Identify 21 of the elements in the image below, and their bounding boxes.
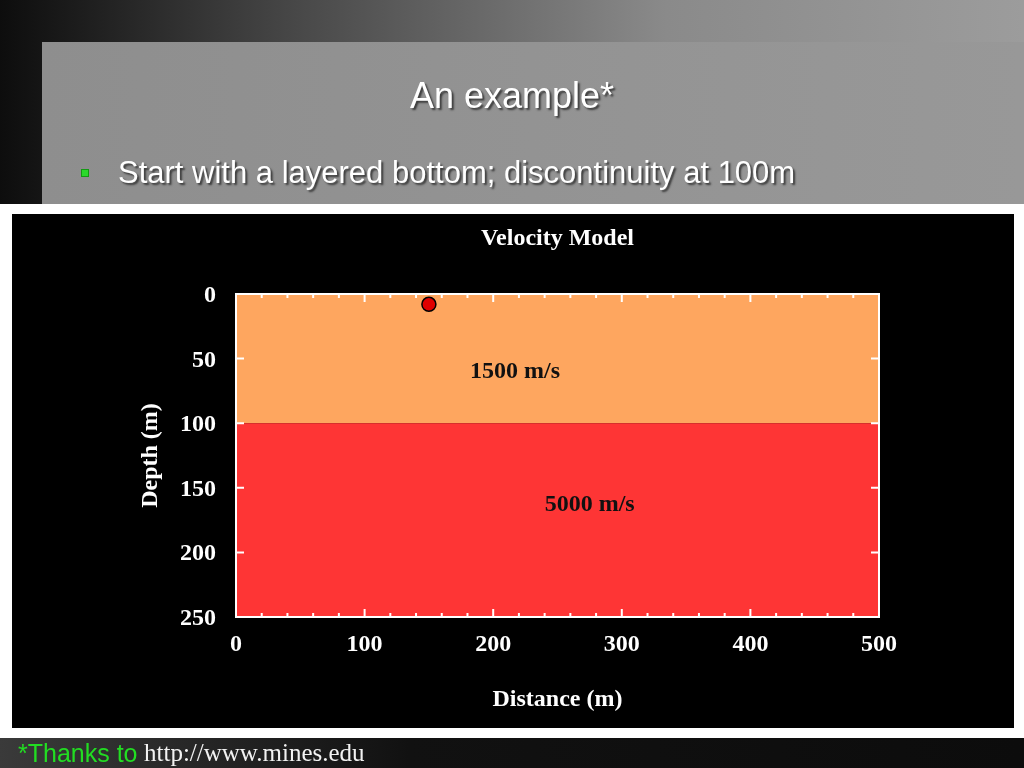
tick-label: 250 xyxy=(180,604,216,630)
tick-label: 300 xyxy=(603,630,640,656)
axis-title: Distance (m) xyxy=(492,685,623,711)
velocity-label: 1500 m/s xyxy=(470,357,561,384)
link: http://www.mines.edu xyxy=(144,738,365,768)
tick-label: 200 xyxy=(180,539,216,566)
tick-label: 0 xyxy=(204,281,216,307)
tick-label: 150 xyxy=(180,474,216,501)
tick-label: 100 xyxy=(346,630,383,656)
tick-label: 500 xyxy=(861,630,897,656)
tick-label: 100 xyxy=(180,410,216,437)
tick-label: 0 xyxy=(230,630,242,656)
velocity-label: 5000 m/s xyxy=(544,490,635,517)
footnote-text: *Thanks to xyxy=(18,738,138,768)
tick-label: 400 xyxy=(732,630,769,656)
chart-title: Velocity Model xyxy=(480,224,635,250)
axis-title: Depth (m) xyxy=(136,403,162,508)
bullet-text: Start with a layered bottom; discontinuity at 100m xyxy=(118,154,796,192)
slide-title: An example* xyxy=(409,74,615,118)
tick-label: 50 xyxy=(192,345,216,372)
tick-label: 200 xyxy=(475,630,512,656)
